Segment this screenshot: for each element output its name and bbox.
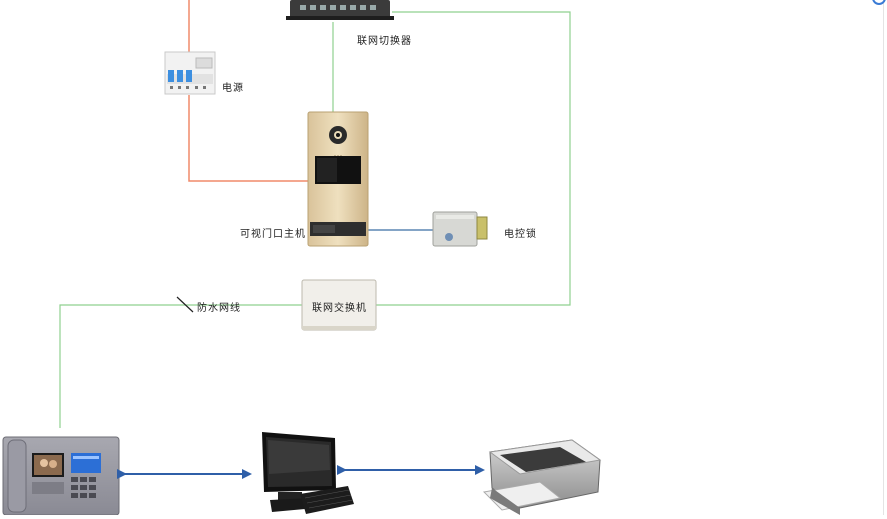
waterproof-cable-line [59, 304, 302, 428]
network-wiring [59, 11, 571, 428]
power-breaker-icon [164, 51, 216, 95]
waterproof-cable-label: 防水网线 [197, 303, 241, 314]
network-switch-box-icon [301, 279, 377, 331]
indoor-monitor-icon [2, 436, 120, 516]
computer-icon [262, 432, 354, 514]
switch-top-label: 联网切换器 [357, 36, 412, 47]
door-station-label: 可视门口主机 [240, 229, 306, 240]
network-switch-top-icon [286, 0, 394, 20]
cable-slash-mark [176, 296, 194, 313]
printer-icon [482, 439, 602, 515]
electric-lock-label: 电控锁 [504, 229, 537, 240]
power-wiring [188, 0, 308, 182]
electric-lock-icon [432, 211, 488, 247]
power-line-to-door-station [188, 95, 308, 182]
switch-loop-line [376, 11, 571, 306]
page-edge-divider [883, 0, 884, 515]
power-label: 电源 [222, 83, 244, 94]
door-station-icon [307, 111, 369, 247]
network-switch-label: 联网交换机 [312, 303, 367, 314]
